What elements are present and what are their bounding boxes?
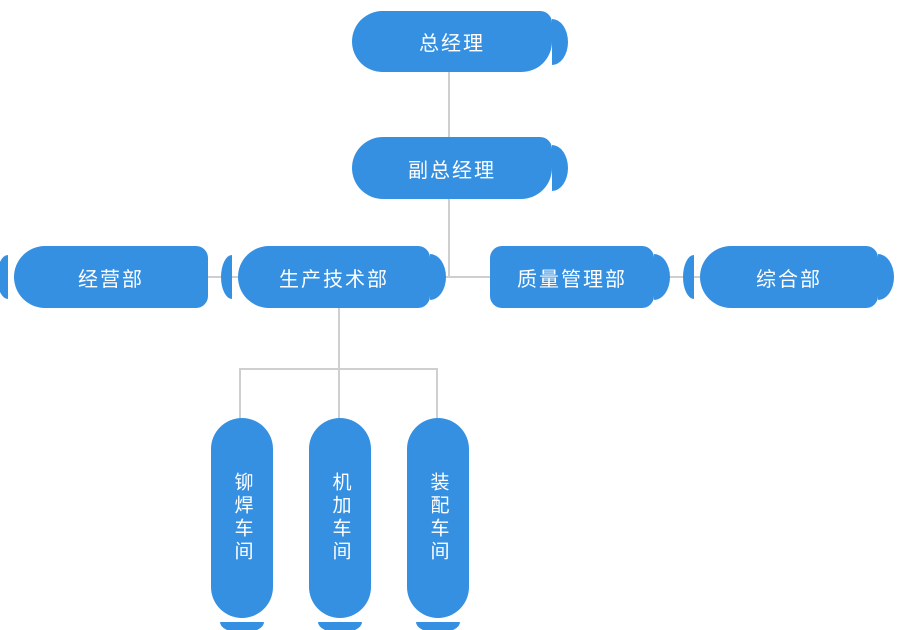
node-general-affairs-dept: 综合部: [700, 246, 878, 308]
node-deputy-general-manager: 副总经理: [352, 137, 552, 199]
node-label: 质量管理部: [517, 268, 627, 291]
node-label: 副总经理: [408, 159, 496, 182]
node-label: 生产技术部: [279, 268, 389, 291]
node-machining-workshop: 机加车间: [309, 418, 371, 618]
node-business-dept: 经营部: [14, 246, 208, 308]
node-label: 装配车间: [427, 472, 449, 564]
connector-ws3-drop: [436, 368, 438, 418]
connector-dept2-drop: [338, 308, 340, 418]
connector-dept2-dept3: [436, 276, 490, 278]
node-label: 综合部: [756, 268, 822, 291]
connector-dgm-down: [448, 199, 450, 278]
node-label: 经营部: [78, 268, 144, 291]
node-quality-mgmt-dept: 质量管理部: [490, 246, 654, 308]
connector-ws1-drop: [239, 368, 241, 418]
connector-gm-dgm: [448, 72, 450, 138]
node-riveting-welding-workshop: 铆焊车间: [211, 418, 273, 618]
node-label: 铆焊车间: [231, 472, 253, 564]
connector-workshops-bus: [239, 368, 438, 370]
connector-dept3-dept4: [661, 276, 700, 278]
node-general-manager: 总经理: [352, 11, 552, 72]
node-label: 机加车间: [329, 472, 351, 564]
node-label: 总经理: [419, 33, 485, 55]
node-production-tech-dept: 生产技术部: [238, 246, 430, 308]
node-assembly-workshop: 装配车间: [407, 418, 469, 618]
